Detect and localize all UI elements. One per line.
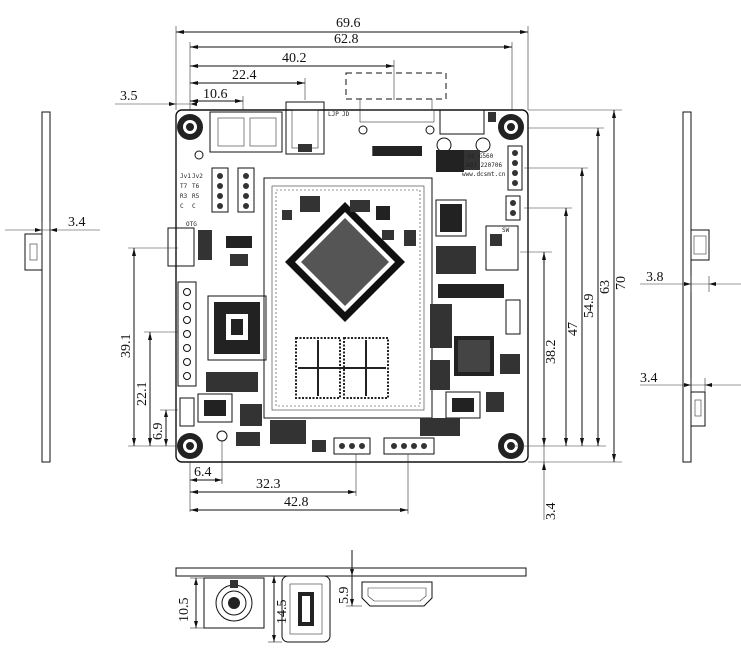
dc-jack — [285, 101, 325, 155]
left-side-view: 3.4 — [5, 111, 100, 463]
mounting-holes — [177, 114, 524, 459]
lbl-r5: R5 — [192, 193, 200, 200]
dim-22-1: 22.1 — [135, 382, 150, 407]
lbl-website: www.dcsmt.cn — [462, 171, 506, 178]
right-side-connector — [690, 391, 706, 427]
hdmi-footprint — [358, 109, 435, 156]
dim-6-4: 6.4 — [194, 465, 212, 480]
top-right-parts — [436, 109, 523, 191]
lbl-model: DC-G560 — [468, 153, 494, 160]
dim-38-2: 38.2 — [544, 340, 559, 365]
bottom-headers — [312, 437, 435, 455]
left-side-connector-inner — [29, 243, 38, 261]
dim-left-3-4: 3.4 — [68, 215, 86, 230]
right-side-usb — [690, 229, 710, 261]
dim-6-9: 6.9 — [151, 423, 166, 441]
front-board — [175, 567, 527, 577]
dim-39-1: 39.1 — [119, 334, 134, 359]
dim-front-14-5: 14.5 — [275, 600, 290, 625]
dim-22-4: 22.4 — [232, 68, 257, 83]
lbl-jv2: Jv2 — [192, 173, 203, 180]
lbl-otg: OTG — [186, 221, 197, 228]
lbl-jd: JD — [342, 111, 350, 118]
hdmi-top-outline — [345, 72, 447, 110]
right-side-view: 3.8 3.4 — [640, 111, 741, 463]
right-side-board — [682, 111, 692, 463]
dim-42-8: 42.8 — [284, 495, 309, 510]
left-vertical-dimensions: 39.1 22.1 6.9 — [119, 247, 178, 447]
dim-front-5-9: 5.9 — [337, 587, 352, 605]
main-pcb: LJP JD DC-G560 ADJ 220706 www.dcsmt.cn — [167, 101, 529, 463]
lbl-t6: T6 — [192, 183, 200, 190]
dim-70: 70 — [614, 276, 629, 290]
dim-54-9: 54.9 — [582, 294, 597, 319]
lbl-t7: T7 — [180, 183, 188, 190]
dim-width-holes: 62.8 — [334, 32, 359, 47]
lbl-version: ADJ 220706 — [466, 162, 503, 169]
lbl-c1: C — [180, 203, 184, 210]
left-side-board — [41, 111, 51, 463]
lbl-sw: SW — [502, 227, 510, 234]
dim-32-3: 32.3 — [256, 477, 281, 492]
dim-3-5: 3.5 — [120, 89, 138, 104]
soc-module — [263, 177, 433, 419]
lbl-ljp: LJP — [328, 111, 339, 118]
right-vertical-dimensions: 70 63 54.9 47 38.2 3.4 — [512, 109, 629, 521]
left-pin-header — [177, 281, 197, 387]
dim-10-6: 10.6 — [203, 87, 228, 102]
dim-47: 47 — [566, 322, 581, 336]
bottom-left-components — [179, 372, 306, 446]
lbl-c2: C — [192, 203, 196, 210]
dim-40-2: 40.2 — [282, 51, 307, 66]
otg-connector — [167, 227, 195, 267]
dim-side-3-4: 3.4 — [640, 371, 658, 386]
front-view: 10.5 14.5 5.9 — [175, 550, 527, 643]
bottom-dimensions: 6.4 32.3 42.8 — [189, 440, 409, 514]
right-components: SW — [420, 195, 521, 436]
lbl-r3: R3 — [180, 193, 188, 200]
lbl-jv1: Jv1 — [180, 173, 191, 180]
dim-front-10-5: 10.5 — [177, 598, 192, 623]
dim-side-3-8: 3.8 — [646, 270, 664, 285]
left-label-block: Jv1 Jv2 T7 T6 R3 R5 C C OTG — [180, 173, 203, 228]
dim-width-total: 69.6 — [336, 16, 361, 31]
top-dimensions: 69.6 62.8 40.2 22.4 10.6 3.5 — [115, 16, 529, 112]
dim-63: 63 — [598, 280, 613, 294]
dim-right-3-4: 3.4 — [544, 503, 559, 521]
left-side-connector — [24, 233, 43, 271]
rj45-connector — [194, 111, 283, 160]
power-chip-outline — [207, 295, 267, 361]
